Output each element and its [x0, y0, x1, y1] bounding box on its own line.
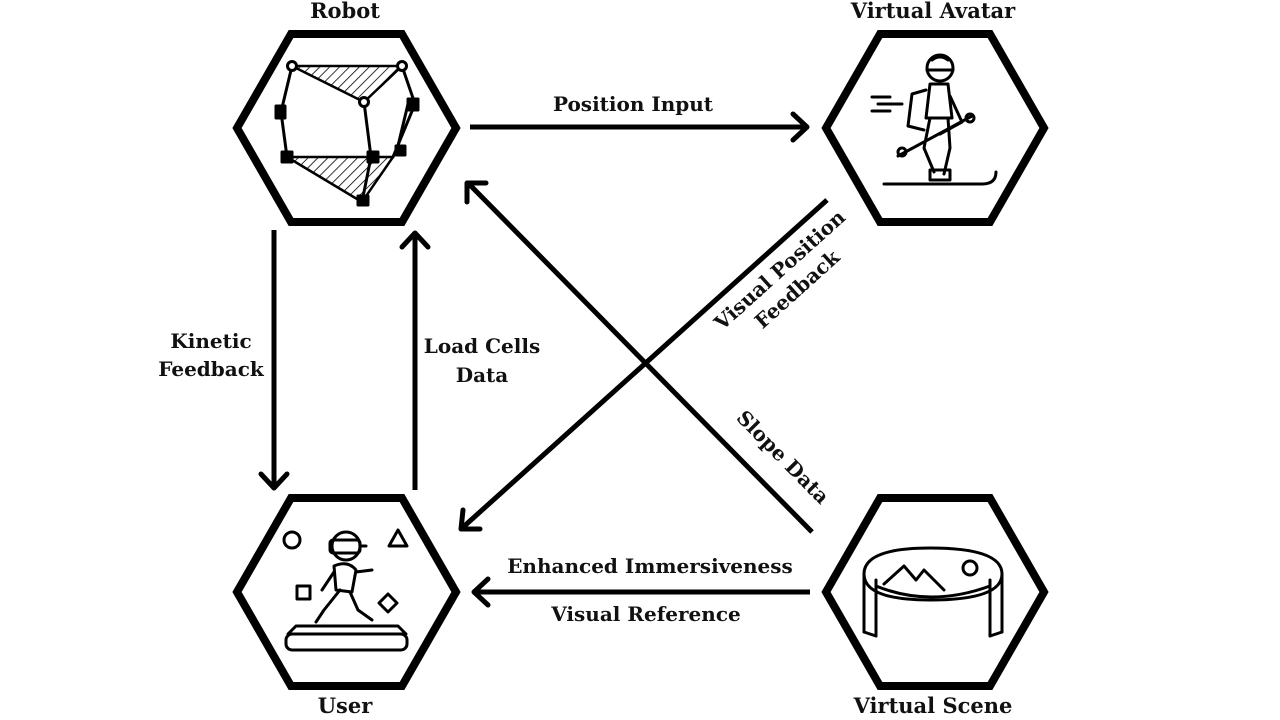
vr-user-icon	[282, 528, 409, 652]
arrowhead-icon	[471, 576, 491, 608]
arrowhead-icon	[464, 180, 489, 205]
load-cells-label-line1: Load Cells	[424, 334, 540, 358]
load-cells-label-line2: Data	[456, 363, 509, 387]
panorama-screen-icon	[862, 546, 1004, 638]
edge-scene-to-user: Enhanced Immersiveness Visual Reference	[471, 554, 810, 626]
scene-title: Virtual Scene	[853, 693, 1013, 718]
robot-node: Robot	[232, 0, 461, 226]
edge-kinetic-feedback: Kinetic Feedback	[158, 230, 290, 491]
parallel-robot-icon	[274, 60, 420, 207]
position-input-label: Position Input	[553, 92, 714, 116]
virtual-scene-node: Virtual Scene	[821, 494, 1049, 718]
arrowhead-icon	[458, 507, 483, 532]
kinetic-feedback-label-line2: Feedback	[158, 357, 265, 381]
kinetic-feedback-label-line1: Kinetic	[170, 329, 251, 353]
robot-hexagon	[232, 30, 461, 226]
arrowhead-icon	[790, 111, 810, 143]
scene-hexagon	[821, 494, 1049, 690]
user-node: User	[232, 494, 461, 718]
slope-data-arrow	[466, 181, 814, 534]
arrowhead-icon	[399, 230, 431, 250]
avatar-hexagon	[821, 30, 1049, 226]
slope-data-label: Slope Data	[732, 405, 834, 508]
visual-reference-label: Visual Reference	[550, 602, 740, 626]
edge-load-cells-data: Load Cells Data	[399, 230, 540, 490]
robot-title: Robot	[310, 0, 380, 23]
user-title: User	[318, 693, 373, 718]
edge-position-input: Position Input	[470, 92, 810, 143]
arrowhead-icon	[258, 471, 290, 491]
enhanced-immersiveness-label: Enhanced Immersiveness	[507, 554, 793, 578]
virtual-avatar-node: Virtual Avatar	[821, 0, 1049, 226]
avatar-title: Virtual Avatar	[850, 0, 1016, 23]
skier-icon	[870, 53, 998, 186]
